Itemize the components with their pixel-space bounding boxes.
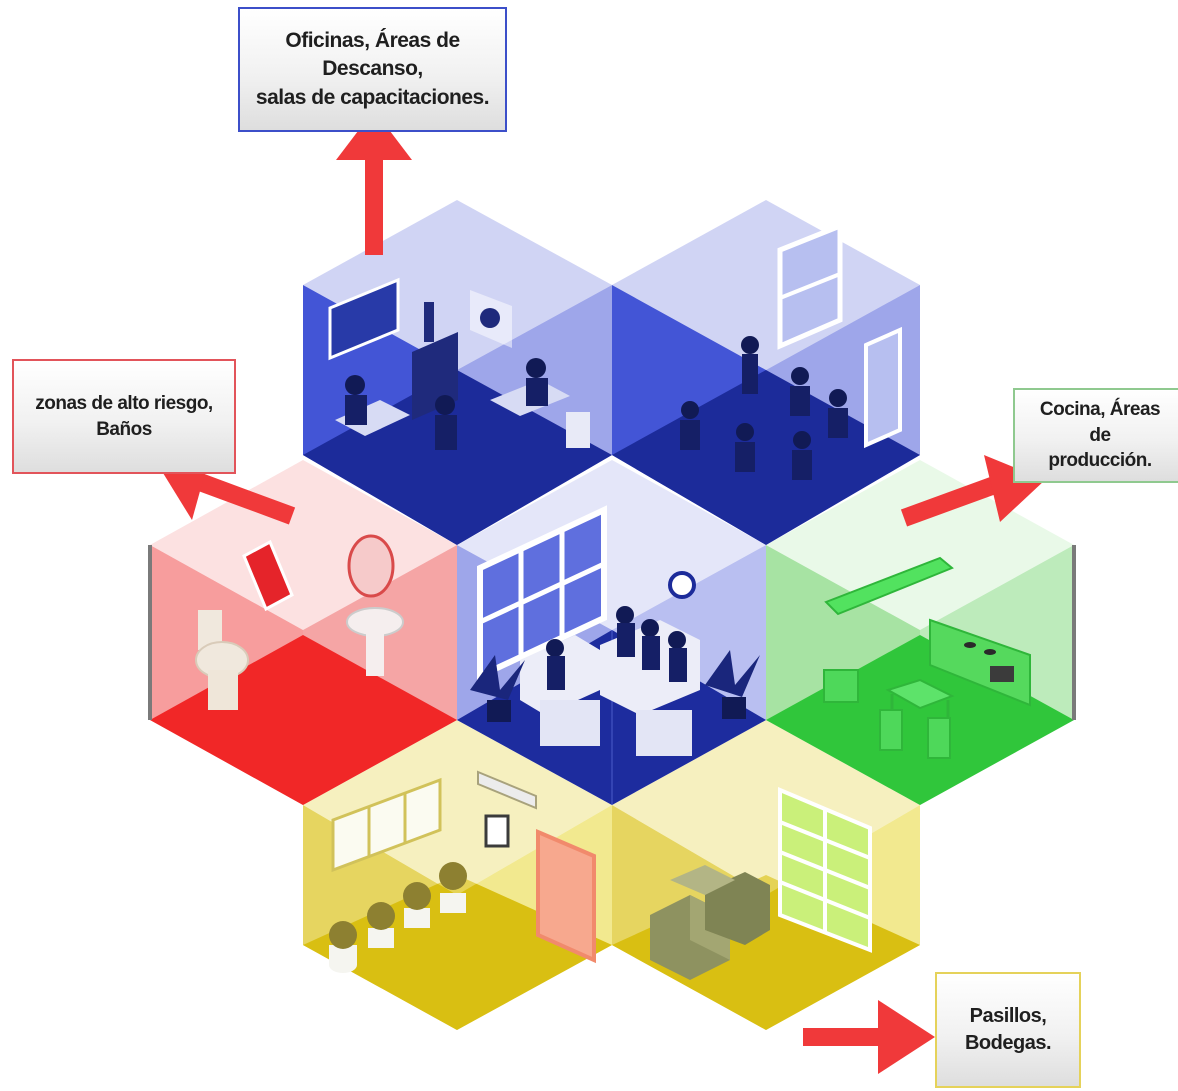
callout-oficinas: Oficinas, Áreas de Descanso, salas de ca… [238, 7, 507, 132]
printer-icon [566, 412, 590, 448]
chair-icon [823, 669, 951, 759]
callout-alto-riesgo: zonas de alto riesgo, Baños [12, 359, 236, 474]
shelf-icon [778, 786, 872, 953]
towel-icon [242, 539, 294, 612]
callout-pasillos: Pasillos, Bodegas. [935, 972, 1081, 1088]
callout-pasillos-line1: Pasillos, [969, 1005, 1047, 1027]
callout-cocina-line2: producción. [1048, 450, 1152, 472]
plant-icon [470, 650, 760, 722]
door-icon [864, 326, 902, 449]
zone-alto-riesgo [148, 460, 457, 805]
toilet-icon [195, 610, 249, 710]
people-icon [546, 606, 687, 690]
callout-alto-riesgo-line2: Baños [96, 418, 152, 440]
zone-descanso [457, 460, 766, 805]
presenter-icon [741, 336, 759, 394]
arrow-to-pasillos [803, 1000, 935, 1074]
arrow-to-oficinas [336, 110, 412, 255]
audience-icon [680, 367, 848, 480]
plant-icon [329, 862, 467, 973]
callout-oficinas-line2: salas de capacitaciones. [255, 85, 490, 109]
worker-icon [345, 358, 548, 450]
window-icon [331, 777, 442, 873]
callout-oficinas-line1: Oficinas, Áreas de Descanso, [285, 28, 460, 81]
clock-icon [668, 571, 696, 599]
air-conditioner-icon [477, 770, 537, 810]
stove-icon [929, 618, 1031, 707]
clock-icon [484, 814, 510, 848]
sink-icon [346, 607, 404, 676]
zone-bodegas [612, 720, 920, 1030]
picture-icon [470, 290, 512, 348]
boxes-icon [650, 865, 770, 980]
window-icon [477, 505, 607, 681]
callout-alto-riesgo-line1: zonas de alto riesgo, [35, 392, 213, 414]
callout-pasillos-line2: Bodegas. [964, 1032, 1052, 1054]
arrow-to-cocina [900, 455, 1045, 527]
callout-cocina-line1: Cocina, Áreas de [1039, 399, 1161, 446]
zone-pasillos [303, 720, 612, 1030]
callout-cocina: Cocina, Áreas de producción. [1013, 388, 1178, 483]
whiteboard-icon [328, 277, 400, 361]
cabinet-icon [824, 556, 954, 616]
window-icon [777, 222, 843, 350]
zone-capacitaciones [612, 200, 920, 545]
door-icon [536, 828, 596, 964]
mirror-icon [347, 534, 395, 598]
